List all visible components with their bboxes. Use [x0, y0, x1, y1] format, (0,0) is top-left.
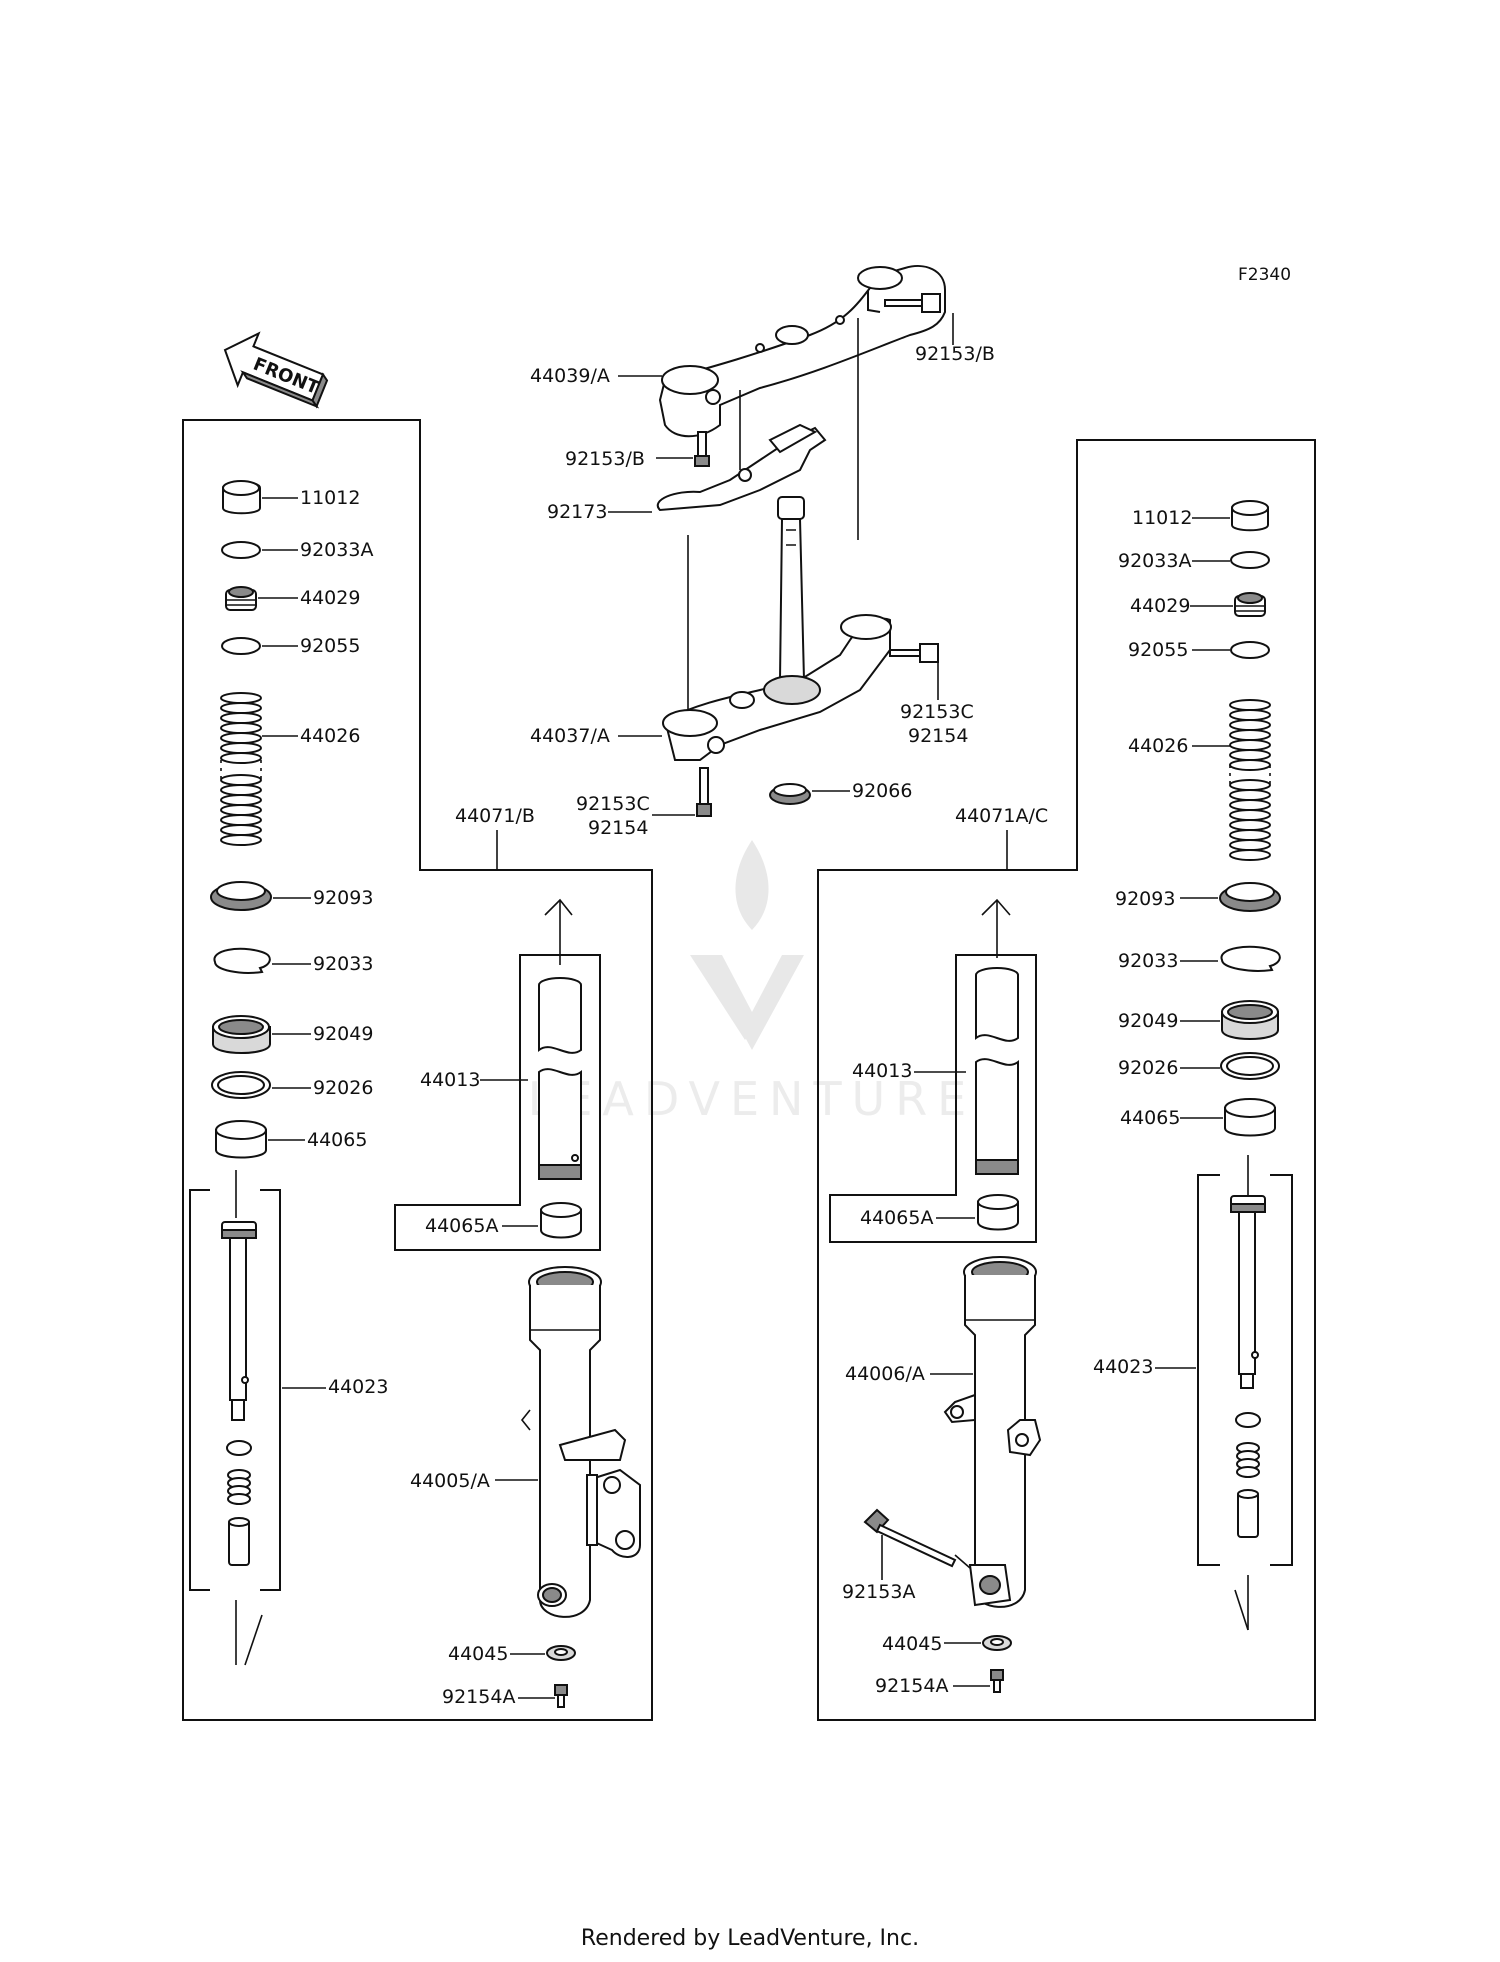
label-left-oil-seal: 92093 — [313, 887, 373, 909]
bolt-top-right — [884, 293, 941, 313]
left-bolt — [554, 1684, 568, 1708]
label-left-cylinder: 44023 — [328, 1376, 388, 1398]
bracket-plate — [656, 423, 827, 512]
label-bracket-plate: 92173 — [547, 501, 607, 523]
left-plug — [225, 586, 257, 611]
left-group-box — [182, 419, 653, 1721]
label-right-oil-seal: 92093 — [1115, 888, 1175, 910]
left-gasket — [546, 1645, 576, 1661]
left-inner-tube — [538, 977, 582, 1180]
label-bolt-lower-right-a: 92153C — [900, 701, 974, 723]
left-cap — [222, 480, 261, 515]
right-oring — [1230, 641, 1270, 659]
label-seal: 92066 — [852, 780, 912, 802]
right-oil-seal — [1219, 882, 1281, 912]
left-ring — [211, 1071, 271, 1099]
label-right-cap: 11012 — [1132, 507, 1192, 529]
label-bolt-left-upper: 92153/B — [565, 448, 645, 470]
right-cap — [1231, 500, 1269, 532]
label-right-oring: 92055 — [1128, 639, 1188, 661]
footer-credit: Rendered by LeadVenture, Inc. — [581, 1926, 919, 1951]
label-left-clip: 92033 — [313, 953, 373, 975]
right-bush-a — [977, 1194, 1019, 1231]
label-left-plug: 44029 — [300, 587, 360, 609]
right-gasket — [982, 1635, 1012, 1651]
right-axle-bolt — [863, 1508, 957, 1568]
label-right-oring-a: 92033A — [1118, 550, 1191, 572]
label-left-outer-tube: 44005/A — [410, 1470, 490, 1492]
right-clip — [1220, 945, 1281, 972]
left-bush — [215, 1120, 267, 1159]
label-left-inner-tube: 44013 — [420, 1069, 480, 1091]
right-bolt — [990, 1669, 1004, 1693]
label-right-washer: 92049 — [1118, 1010, 1178, 1032]
left-cylinder — [221, 1221, 257, 1566]
left-washer — [212, 1015, 271, 1054]
right-plug — [1234, 592, 1266, 617]
label-right-cylinder: 44023 — [1093, 1356, 1153, 1378]
label-right-clip: 92033 — [1118, 950, 1178, 972]
left-outer-tube — [520, 1266, 641, 1618]
right-group-box — [817, 439, 1316, 1721]
watermark-logo — [690, 840, 804, 1050]
right-ring — [1220, 1052, 1280, 1080]
label-left-cap: 11012 — [300, 487, 360, 509]
label-left-ring: 92026 — [313, 1077, 373, 1099]
right-spring — [1229, 699, 1271, 861]
diagram-code: F2340 — [1238, 265, 1291, 285]
label-right-plug: 44029 — [1130, 595, 1190, 617]
label-left-bush: 44065 — [307, 1129, 367, 1151]
label-right-outer-tube: 44006/A — [845, 1363, 925, 1385]
left-oil-seal — [210, 881, 272, 911]
label-lower-bracket: 44037/A — [530, 725, 610, 747]
label-left-washer: 92049 — [313, 1023, 373, 1045]
label-left-oring-a: 92033A — [300, 539, 373, 561]
label-right-spring: 44026 — [1128, 735, 1188, 757]
label-left-oring: 92055 — [300, 635, 360, 657]
left-bush-a — [540, 1202, 582, 1239]
right-inner-tube — [975, 967, 1019, 1175]
steering-stem — [777, 496, 806, 681]
left-spring — [220, 692, 262, 846]
right-bush — [1224, 1098, 1276, 1137]
label-right-bolt: 92154A — [875, 1675, 948, 1697]
left-oring — [221, 637, 261, 655]
right-washer — [1221, 1000, 1279, 1040]
label-right-group: 44071A/C — [955, 805, 1048, 827]
label-left-bush-a: 44065A — [425, 1215, 498, 1237]
left-oring-a — [221, 541, 261, 559]
bolt-left-upper — [694, 431, 710, 467]
bolt-lower-right — [889, 643, 939, 663]
label-bolt-lower-left-a: 92153C — [576, 793, 650, 815]
seal-92066 — [769, 783, 811, 805]
label-left-group: 44071/B — [455, 805, 535, 827]
right-cylinder-bracket — [1197, 1174, 1293, 1566]
bolt-lower-left — [696, 767, 712, 817]
label-left-bolt: 92154A — [442, 1686, 515, 1708]
right-oring-a — [1230, 551, 1270, 569]
label-bolt-lower-right-b: 92154 — [908, 725, 968, 747]
label-bolt-top-right: 92153/B — [915, 343, 995, 365]
label-right-axle-bolt: 92153A — [842, 1581, 915, 1603]
right-cylinder — [1230, 1195, 1266, 1538]
upper-bracket — [658, 265, 946, 438]
label-right-ring: 92026 — [1118, 1057, 1178, 1079]
lower-bracket — [662, 614, 892, 761]
label-left-spring: 44026 — [300, 725, 360, 747]
label-right-bush: 44065 — [1120, 1107, 1180, 1129]
label-right-gasket: 44045 — [882, 1633, 942, 1655]
label-right-bush-a: 44065A — [860, 1207, 933, 1229]
label-bolt-lower-left-b: 92154 — [588, 817, 648, 839]
left-cylinder-bracket — [189, 1189, 281, 1591]
right-outer-tube — [943, 1256, 1042, 1608]
label-upper-bracket: 44039/A — [530, 365, 610, 387]
label-left-gasket: 44045 — [448, 1643, 508, 1665]
label-right-inner-tube: 44013 — [852, 1060, 912, 1082]
left-clip — [213, 947, 271, 974]
front-arrow-icon: FRONT — [223, 331, 329, 409]
